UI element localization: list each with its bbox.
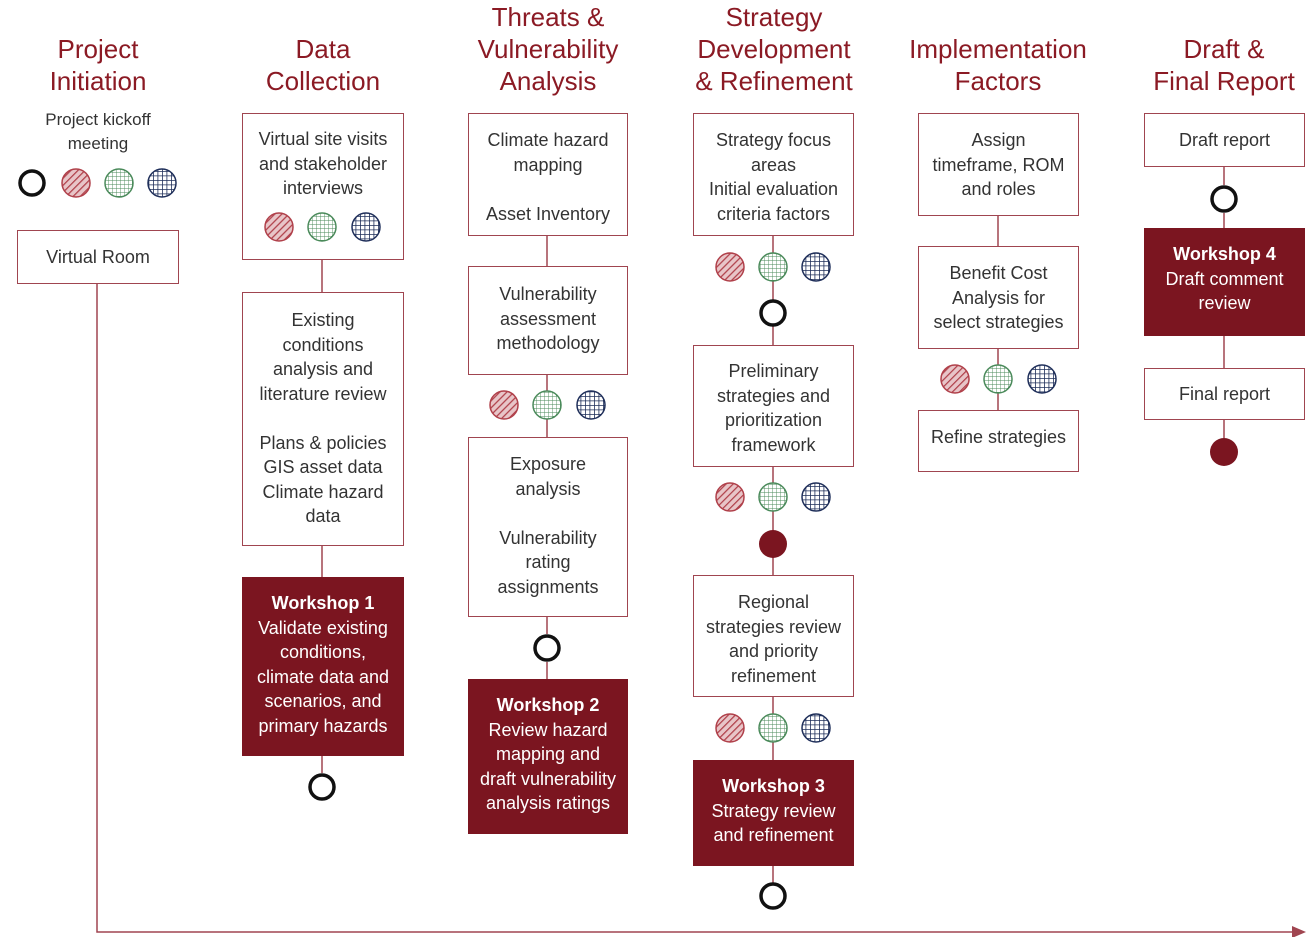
preliminary-strategies-box: Preliminary strategies and prioritizatio…: [693, 345, 854, 467]
focus-areas-box: Strategy focus areas Initial evaluation …: [693, 113, 854, 236]
hatched-circle-icon: [489, 390, 519, 420]
exposure-analysis-box: Exposure analysis Vulnerability rating a…: [468, 437, 628, 617]
workshop-2-title: Workshop 2: [496, 695, 600, 715]
workshop-3-body: Strategy review and refinement: [711, 800, 836, 846]
green-grid-circle-icon: [532, 390, 562, 420]
site-visits-label: Virtual site visits and stakeholder inte…: [258, 129, 388, 198]
navy-grid-circle-icon: [351, 212, 381, 242]
green-grid-circle-icon: [983, 364, 1013, 394]
header-project-initiation: Project Initiation: [49, 34, 147, 96]
open-circle-icon: [308, 773, 336, 801]
workshop-1-title: Workshop 1: [271, 593, 375, 613]
virtual-room-box: Virtual Room: [17, 230, 179, 284]
methodology-box: Vulnerability assessment methodology: [468, 266, 628, 375]
draft-report-box: Draft report: [1144, 113, 1305, 167]
focus-areas-markers: [715, 252, 831, 282]
open-circle-icon: [533, 634, 561, 662]
header-threats-vulnerability: Threats & Vulnerability Analysis: [477, 2, 619, 96]
assign-timeframe-box: Assign timeframe, ROM and roles: [918, 113, 1079, 216]
hazard-mapping-box: Climate hazard mapping Asset Inventory: [468, 113, 628, 236]
navy-grid-circle-icon: [801, 713, 831, 743]
workshop-4-title: Workshop 4: [1173, 244, 1276, 264]
header-strategy-development: Strategy Development & Refinement: [695, 2, 853, 96]
kickoff-meeting-label: Project kickoff meeting: [45, 110, 151, 153]
navy-grid-circle-icon: [1027, 364, 1057, 394]
filled-circle-icon: [1210, 438, 1238, 466]
open-circle-icon: [18, 169, 46, 197]
green-grid-circle-icon: [758, 482, 788, 512]
workshop-1-box: Workshop 1 Validate existing conditions,…: [242, 577, 404, 756]
navy-grid-circle-icon: [801, 252, 831, 282]
workshop-2-box: Workshop 2 Review hazard mapping and dra…: [468, 679, 628, 834]
header-implementation-factors: Implementation Factors: [909, 34, 1087, 96]
regional-markers: [715, 713, 831, 743]
navy-grid-circle-icon: [147, 168, 177, 198]
benefit-cost-markers: [940, 364, 1057, 394]
hatched-circle-icon: [940, 364, 970, 394]
header-draft-final-report: Draft & Final Report: [1153, 34, 1295, 96]
workshop-4-body: Draft comment review: [1165, 268, 1284, 314]
hatched-circle-icon: [715, 482, 745, 512]
green-grid-circle-icon: [104, 168, 134, 198]
navy-grid-circle-icon: [801, 482, 831, 512]
filled-circle-icon: [759, 530, 787, 558]
final-report-box: Final report: [1144, 368, 1305, 420]
green-grid-circle-icon: [758, 252, 788, 282]
open-circle-icon: [1210, 185, 1238, 213]
refine-strategies-box: Refine strategies: [918, 410, 1079, 472]
workshop-1-body: Validate existing conditions, climate da…: [256, 617, 390, 736]
existing-conditions-box: Existing conditions analysis and literat…: [242, 292, 404, 546]
regional-strategies-box: Regional strategies review and priority …: [693, 575, 854, 697]
benefit-cost-box: Benefit Cost Analysis for select strateg…: [918, 246, 1079, 349]
kickoff-markers: [18, 168, 177, 198]
green-grid-circle-icon: [758, 713, 788, 743]
workshop-3-box: Workshop 3 Strategy review and refinemen…: [693, 760, 854, 866]
methodology-markers: [489, 390, 606, 420]
green-grid-circle-icon: [307, 212, 337, 242]
navy-grid-circle-icon: [576, 390, 606, 420]
preliminary-markers: [715, 482, 831, 512]
open-circle-icon: [759, 882, 787, 910]
workshop-3-title: Workshop 3: [722, 776, 825, 796]
workshop-2-body: Review hazard mapping and draft vulnerab…: [479, 719, 617, 814]
hatched-circle-icon: [264, 212, 294, 242]
hatched-circle-icon: [715, 713, 745, 743]
hatched-circle-icon: [715, 252, 745, 282]
header-data-collection: Data Collection: [265, 34, 381, 96]
hatched-circle-icon: [61, 168, 91, 198]
open-circle-icon: [759, 299, 787, 327]
workshop-4-box: Workshop 4 Draft comment review: [1144, 228, 1305, 336]
site-visits-markers: [264, 212, 381, 242]
